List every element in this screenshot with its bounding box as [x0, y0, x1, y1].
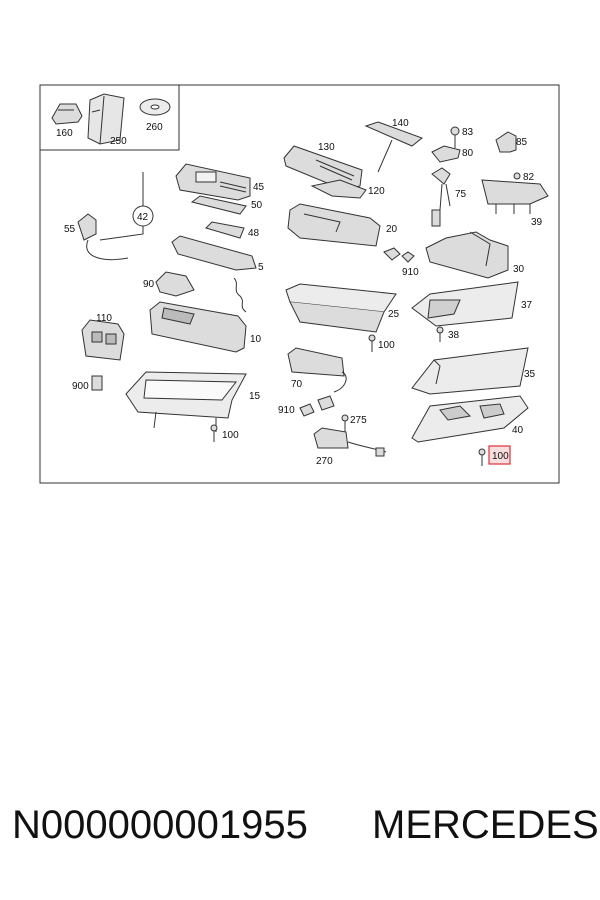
part-100-screw-b[interactable]: [210, 424, 218, 442]
label-160: 160: [56, 128, 73, 139]
label-25: 25: [388, 309, 400, 320]
part-82-screw[interactable]: [513, 172, 521, 180]
label-70: 70: [291, 379, 303, 390]
label-38: 38: [448, 330, 460, 341]
label-45: 45: [253, 182, 265, 193]
part-110-switch[interactable]: [81, 319, 125, 361]
label-48: 48: [248, 228, 260, 239]
part-45-phone[interactable]: [175, 163, 251, 201]
part-90-mount[interactable]: [155, 271, 195, 297]
label-100-c: 100: [492, 451, 509, 462]
part-85-clip[interactable]: [495, 131, 517, 153]
label-900: 900: [72, 381, 89, 392]
part-900-plug[interactable]: [91, 375, 103, 391]
label-15: 15: [249, 391, 261, 402]
part-37-tray[interactable]: [411, 281, 519, 327]
part-38-screw[interactable]: [436, 326, 444, 342]
leader-42: [99, 172, 144, 241]
footer: N000000001955 MERCEDES: [0, 803, 600, 863]
part-48-cover[interactable]: [205, 221, 245, 239]
label-85: 85: [516, 137, 528, 148]
label-30: 30: [513, 264, 525, 275]
part-250-manual[interactable]: [87, 93, 125, 145]
part-20-cradle[interactable]: [287, 203, 381, 247]
label-275: 275: [350, 415, 367, 426]
part-140-cover[interactable]: [364, 121, 424, 147]
label-20: 20: [386, 224, 398, 235]
part-260-disc[interactable]: [139, 98, 171, 116]
label-130: 130: [318, 142, 335, 153]
part-910-connector-b[interactable]: [299, 395, 335, 417]
part-100-screw-c[interactable]: [478, 448, 486, 466]
label-260: 260: [146, 122, 163, 133]
label-5: 5: [258, 262, 264, 273]
part-35-panel[interactable]: [411, 347, 529, 395]
label-37: 37: [521, 300, 533, 311]
label-100-b: 100: [222, 430, 239, 441]
part-40-bracket[interactable]: [411, 395, 529, 443]
label-35: 35: [524, 369, 536, 380]
label-55: 55: [64, 224, 76, 235]
leader-140-130: [377, 139, 393, 173]
part-10-cradle[interactable]: [149, 277, 247, 353]
label-90: 90: [143, 279, 155, 290]
label-40: 40: [512, 425, 524, 436]
label-42: 42: [137, 212, 149, 223]
part-15-console[interactable]: [125, 371, 247, 432]
label-110: 110: [96, 313, 112, 324]
label-75: 75: [455, 189, 467, 200]
part-120-bracket[interactable]: [310, 179, 367, 199]
part-275-screw[interactable]: [341, 414, 349, 432]
label-39: 39: [531, 217, 543, 228]
label-120: 120: [368, 186, 385, 197]
part-70-module[interactable]: [287, 347, 347, 393]
brand-name: MERCEDES: [372, 803, 599, 847]
label-83: 83: [462, 127, 474, 138]
accessory-inset-frame: [39, 84, 180, 151]
label-140: 140: [392, 118, 409, 129]
part-160-cap[interactable]: [51, 103, 83, 125]
part-75-connector[interactable]: [431, 167, 451, 227]
label-80: 80: [462, 148, 474, 159]
label-100-a: 100: [378, 340, 395, 351]
label-270: 270: [316, 456, 333, 467]
label-82: 82: [523, 172, 535, 183]
part-130-handset[interactable]: [283, 145, 363, 191]
part-55-charger[interactable]: [77, 213, 129, 261]
part-83-screw[interactable]: [450, 126, 460, 148]
part-50-plate[interactable]: [190, 195, 247, 215]
part-5-cradle[interactable]: [171, 235, 257, 271]
label-250: 250: [110, 136, 127, 147]
part-100-screw-a[interactable]: [368, 334, 376, 352]
label-910-b: 910: [278, 405, 295, 416]
parts-diagram: 160 250 260 140 130 120 83 80 85 82 75 3…: [39, 84, 560, 484]
part-30-holder[interactable]: [425, 231, 509, 279]
label-50: 50: [251, 200, 263, 211]
part-39-bracket[interactable]: [481, 179, 549, 214]
label-10: 10: [250, 334, 262, 345]
diagram-frame: [39, 84, 560, 484]
part-80-clip[interactable]: [431, 145, 461, 163]
part-25-tray[interactable]: [285, 283, 397, 333]
part-270-module[interactable]: [313, 427, 387, 457]
label-910-a: 910: [402, 267, 419, 278]
part-910-connector-a[interactable]: [383, 247, 415, 263]
selected-part-highlight[interactable]: [488, 445, 511, 465]
part-number: N000000001955: [12, 803, 308, 847]
